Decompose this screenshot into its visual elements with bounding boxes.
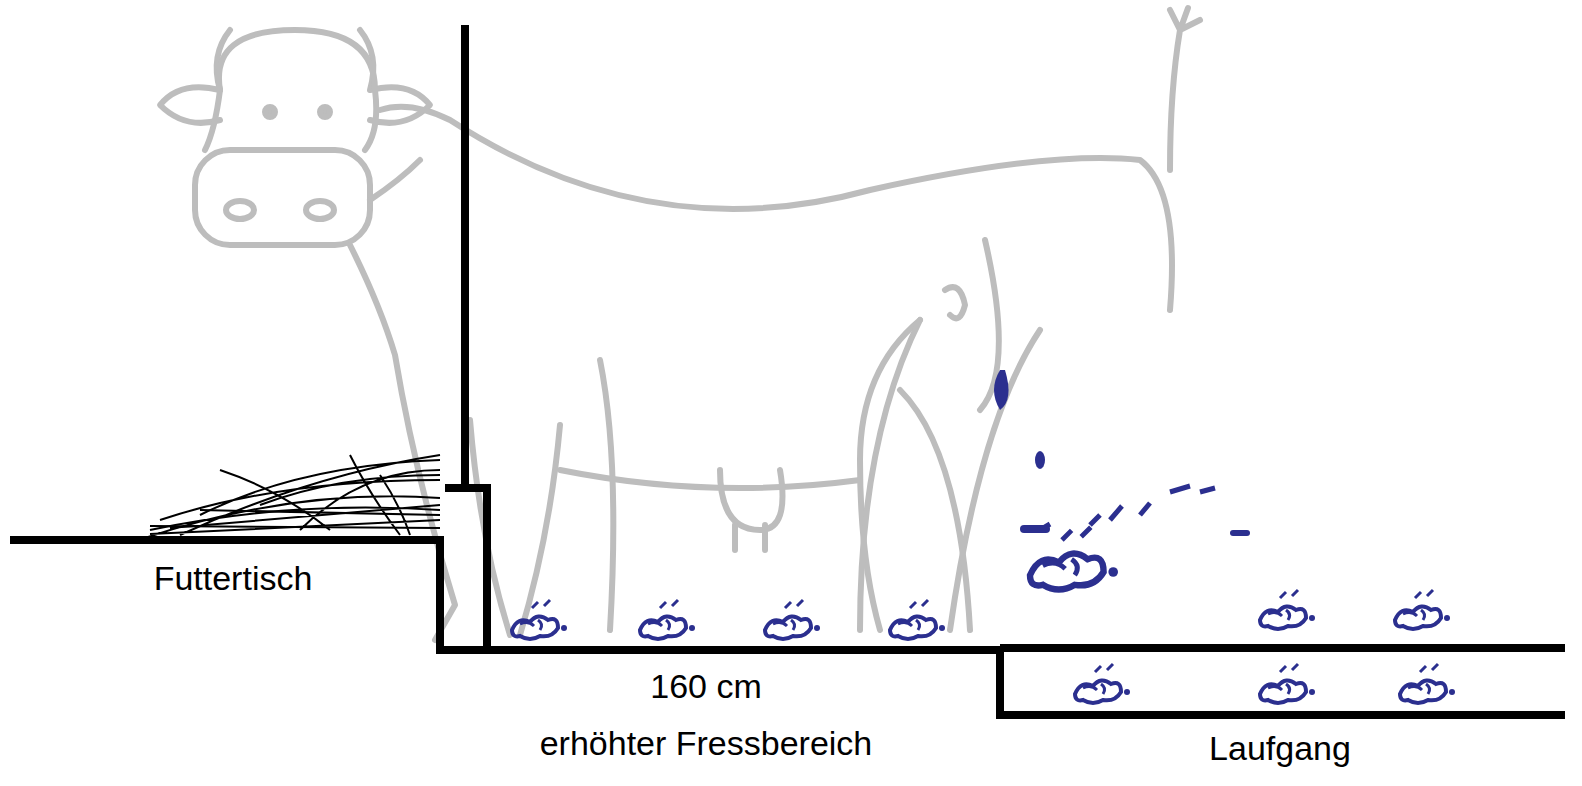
hay-feed (145, 455, 440, 538)
manure-pats (512, 370, 1455, 703)
cow-outline (160, 8, 1200, 640)
area-label: Laufgang (1209, 730, 1351, 767)
dimension-label: 160 cm (650, 668, 762, 705)
floor-structure (10, 25, 1565, 715)
area-label: erhöhter Fressbereich (540, 725, 873, 762)
area-label: Futtertisch (154, 560, 313, 597)
